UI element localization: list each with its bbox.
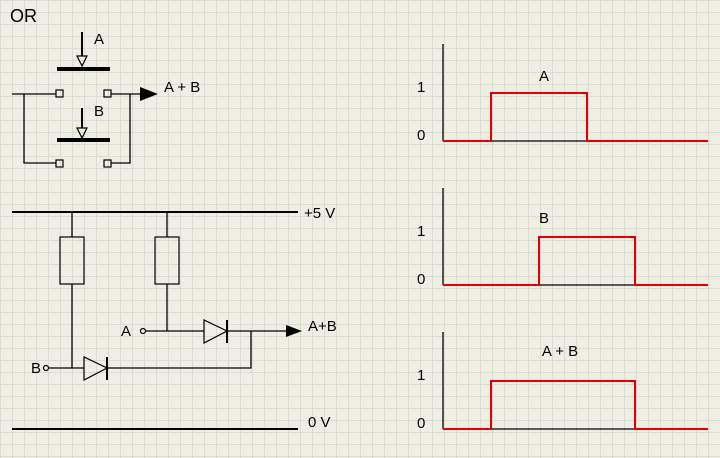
- switch-input-a-label: A: [94, 31, 104, 48]
- switch-input-b-label: B: [94, 103, 104, 120]
- diode-output-label: A+B: [308, 318, 337, 335]
- pushbutton-b: [57, 108, 110, 142]
- chart-a-signal: [443, 92, 708, 142]
- switch-output-label: A + B: [164, 79, 200, 96]
- switch-circuit: A + B A B: [12, 31, 200, 168]
- contact-a-left: [55, 89, 64, 98]
- switch-input-wire: [12, 93, 56, 164]
- diode-input-a-label: A: [121, 323, 131, 340]
- chart-b-title: B: [539, 210, 549, 227]
- ground-label: 0 V: [308, 414, 331, 431]
- resistor-2: [154, 236, 180, 285]
- switch-output-arrow: [140, 87, 158, 101]
- diode-output-arrow: [286, 325, 302, 337]
- chart-b-tick-0: 0: [417, 271, 425, 288]
- contact-b-left: [55, 159, 64, 168]
- switch-output-wire: [111, 93, 140, 164]
- diode-circuit: +5 V 0 V A+B A B: [12, 205, 337, 431]
- diode-a: [203, 319, 229, 344]
- supply-label: +5 V: [304, 205, 335, 222]
- chart-b-signal: [443, 236, 708, 286]
- chart-or-signal: [443, 380, 708, 430]
- input-b-terminal: [42, 364, 50, 372]
- diagram-title: OR: [10, 6, 37, 26]
- resistor-1: [59, 236, 85, 285]
- diode-b: [83, 356, 109, 381]
- chart-or-title: A + B: [542, 343, 578, 360]
- chart-or-tick-0: 0: [417, 415, 425, 432]
- contact-a-right: [103, 89, 112, 98]
- chart-a-tick-1: 1: [417, 79, 425, 96]
- diode-input-b-label: B: [31, 360, 41, 377]
- chart-a-tick-0: 0: [417, 127, 425, 144]
- contact-b-right: [103, 159, 112, 168]
- chart-a-title: A: [539, 68, 549, 85]
- chart-b-tick-1: 1: [417, 223, 425, 240]
- chart-or-tick-1: 1: [417, 367, 425, 384]
- pushbutton-a: [57, 32, 110, 71]
- input-a-terminal: [139, 327, 147, 335]
